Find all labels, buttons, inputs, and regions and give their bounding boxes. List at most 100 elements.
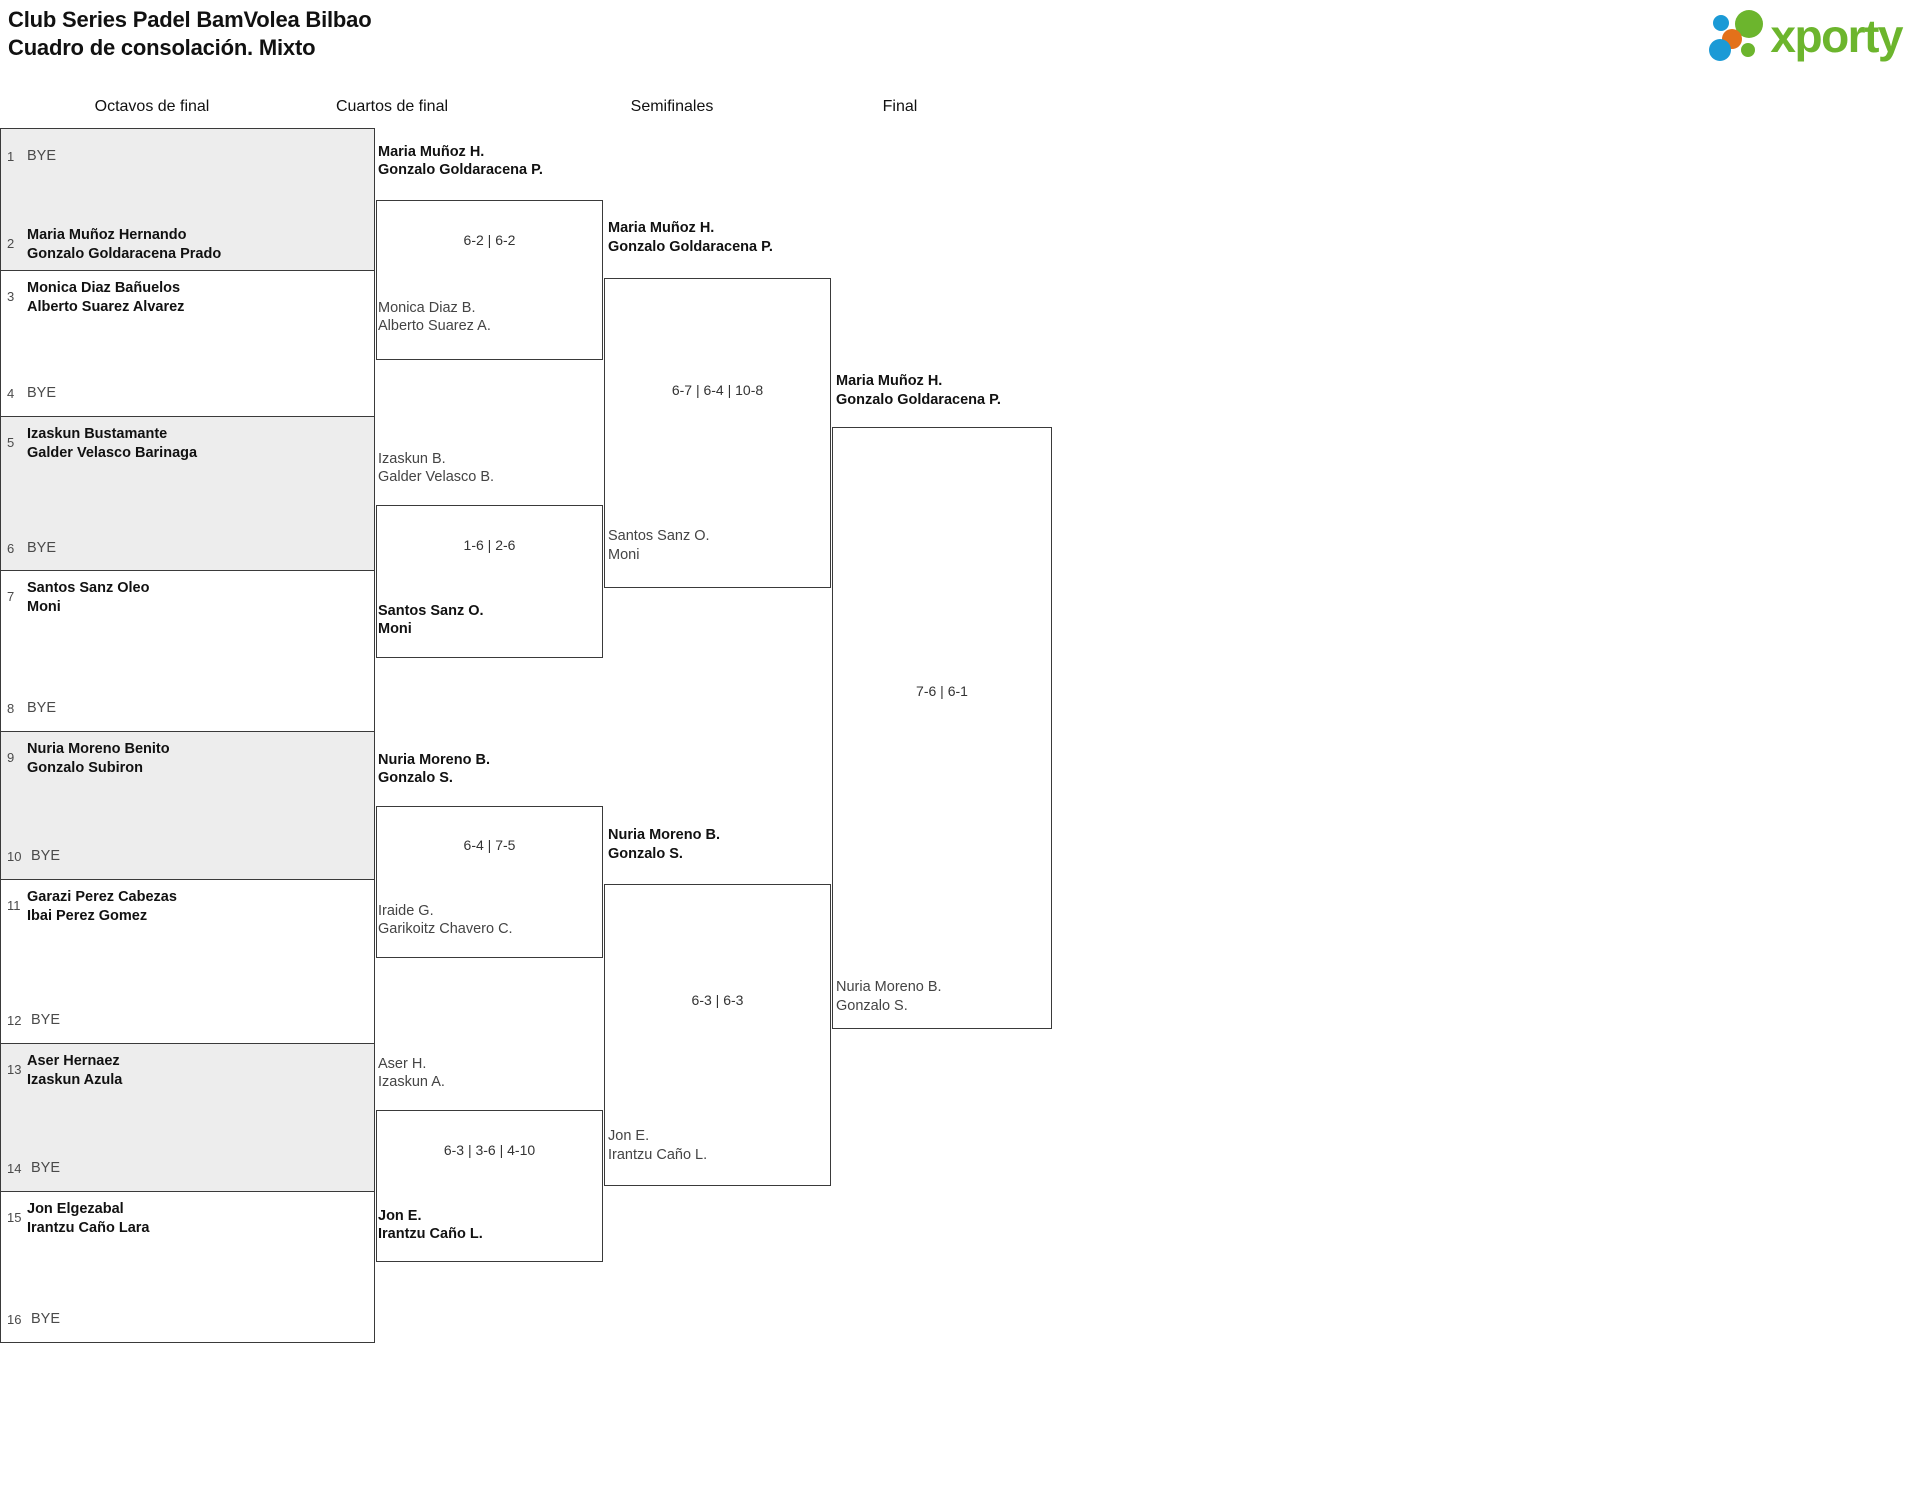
seed-number: 14 — [7, 1161, 22, 1176]
page-subtitle: Cuadro de consolación. Mixto — [8, 35, 316, 60]
seed-name-line2: Izaskun Azula — [27, 1072, 123, 1088]
seed-name-line1: BYE — [27, 148, 57, 164]
seed-row-13[interactable]: 13 Aser Hernaez Izaskun Azula — [0, 1044, 375, 1098]
seed-number: 10 — [7, 849, 22, 864]
seed-name-line2: Galder Velasco Barinaga — [27, 445, 198, 461]
seed-number: 7 — [7, 589, 15, 604]
seed-row-12[interactable]: 12 BYE — [0, 934, 375, 1044]
seed-row-7[interactable]: 7 Santos Sanz Oleo Moni — [0, 571, 375, 625]
seed-name-line1: BYE — [31, 1311, 61, 1327]
seed-name-line1: Nuria Moreno Benito — [27, 741, 170, 757]
qf4-top-line2: Izaskun A. — [378, 1074, 445, 1090]
sf2-top-line1: Nuria Moreno B. — [608, 827, 720, 843]
xporty-logo[interactable]: xporty — [1708, 8, 1903, 64]
qf4-score: 6-3 | 3-6 | 4-10 — [443, 1142, 536, 1158]
qf2-top-line2: Galder Velasco B. — [378, 469, 495, 485]
seed-name-line1: Santos Sanz Oleo — [27, 580, 150, 596]
seed-row-9[interactable]: 9 Nuria Moreno Benito Gonzalo Subiron — [0, 732, 375, 786]
sf1-bottom-line1: Santos Sanz O. — [608, 528, 710, 544]
qf4-bottom-line1: Jon E. — [378, 1208, 422, 1224]
seed-number: 9 — [7, 750, 15, 765]
sf1-score: 6-7 | 6-4 | 10-8 — [671, 382, 764, 398]
qf1-bottom-line2: Alberto Suarez A. — [378, 318, 491, 334]
seed-row-10[interactable]: 10 BYE — [0, 786, 375, 880]
final-bottom-line2: Gonzalo S. — [836, 998, 908, 1014]
seed-name-line2: Gonzalo Goldaracena Prado — [27, 246, 222, 262]
qf2-score: 1-6 | 2-6 — [463, 537, 516, 553]
qf2-top-line1: Izaskun B. — [378, 451, 446, 467]
seed-number: 12 — [7, 1013, 22, 1028]
seed-name-line2: Moni — [27, 599, 61, 615]
qf2-bottom-line1: Santos Sanz O. — [378, 603, 484, 619]
seed-row-1[interactable]: 1 BYE — [0, 128, 375, 218]
qf4-match-box[interactable] — [376, 1110, 603, 1262]
page-title: Club Series Padel BamVolea Bilbao — [8, 7, 372, 32]
sf2-match-box[interactable] — [604, 884, 831, 1186]
seed-name-line2: Ibai Perez Gomez — [27, 908, 148, 924]
qf2-bottom-line2: Moni — [378, 621, 412, 637]
seed-number: 6 — [7, 541, 15, 556]
seed-row-6[interactable]: 6 BYE — [0, 471, 375, 571]
seed-row-2[interactable]: 2 Maria Muñoz Hernando Gonzalo Goldarace… — [0, 218, 375, 271]
sf2-bottom-line2: Irantzu Caño L. — [608, 1147, 708, 1163]
qf1-top-line2: Gonzalo Goldaracena P. — [378, 162, 543, 178]
round-header-semifinales: Semifinales — [630, 98, 714, 115]
seed-name-line1: BYE — [31, 1160, 61, 1176]
seed-row-15[interactable]: 15 Jon Elgezabal Irantzu Caño Lara — [0, 1192, 375, 1246]
sf1-bottom-line2: Moni — [608, 547, 640, 563]
seed-number: 15 — [7, 1210, 22, 1225]
qf1-top-line1: Maria Muñoz H. — [378, 144, 485, 160]
final-top-line1: Maria Muñoz H. — [836, 373, 943, 389]
sf1-top-line1: Maria Muñoz H. — [608, 220, 715, 236]
qf4-bottom-line2: Irantzu Caño L. — [378, 1226, 483, 1242]
seed-row-14[interactable]: 14 BYE — [0, 1098, 375, 1192]
page-header: Club Series Padel BamVolea Bilbao Cuadro… — [0, 0, 1920, 80]
qf1-score: 6-2 | 6-2 — [463, 232, 516, 248]
sf2-score: 6-3 | 6-3 — [691, 992, 744, 1008]
seed-name-line2: Irantzu Caño Lara — [27, 1220, 150, 1236]
seed-name-line1: Jon Elgezabal — [27, 1201, 124, 1217]
round-header-final: Final — [882, 98, 918, 115]
qf3-match-box[interactable] — [376, 806, 603, 958]
seed-row-8[interactable]: 8 BYE — [0, 625, 375, 732]
seed-name-line1: Aser Hernaez — [27, 1053, 120, 1069]
seed-number: 5 — [7, 435, 15, 450]
seed-name-line1: BYE — [27, 540, 57, 556]
sf2-bottom-line1: Jon E. — [608, 1128, 650, 1144]
seed-name-line1: Garazi Perez Cabezas — [27, 889, 177, 905]
seed-number: 13 — [7, 1062, 22, 1077]
round-header-octavos: Octavos de final — [94, 98, 210, 115]
sf1-match-box[interactable] — [604, 278, 831, 588]
seed-name-line2: Alberto Suarez Alvarez — [27, 299, 185, 315]
final-match-box[interactable] — [832, 427, 1052, 1029]
qf1-bottom-line1: Monica Diaz B. — [378, 300, 476, 316]
seed-name-line1: BYE — [27, 385, 57, 401]
seed-number: 16 — [7, 1312, 22, 1327]
seed-name-line1: Maria Muñoz Hernando — [27, 227, 187, 243]
seed-number: 2 — [7, 236, 15, 251]
seed-name-line1: BYE — [31, 848, 61, 864]
qf4-top-line1: Aser H. — [378, 1056, 427, 1072]
qf3-bottom-line2: Garikoitz Chavero C. — [378, 921, 513, 937]
final-score: 7-6 | 6-1 — [916, 683, 968, 699]
logo-wordmark: xporty — [1770, 10, 1903, 62]
qf1-match-box[interactable] — [376, 200, 603, 360]
seed-row-16[interactable]: 16 BYE — [0, 1246, 375, 1343]
round-header-cuartos: Cuartos de final — [335, 98, 449, 115]
seed-row-5[interactable]: 5 Izaskun Bustamante Galder Velasco Bari… — [0, 417, 375, 471]
seed-name-line2: Gonzalo Subiron — [27, 760, 143, 776]
qf2-match-box[interactable] — [376, 505, 603, 658]
sf2-top-line2: Gonzalo S. — [608, 846, 683, 862]
qf3-bottom-line1: Iraide G. — [378, 903, 434, 919]
xporty-dots-icon — [1709, 10, 1764, 61]
qf3-score: 6-4 | 7-5 — [463, 837, 516, 853]
seed-name-line1: Monica Diaz Bañuelos — [27, 280, 181, 296]
title-block: Club Series Padel BamVolea Bilbao Cuadro… — [8, 6, 372, 62]
seed-row-11[interactable]: 11 Garazi Perez Cabezas Ibai Perez Gomez — [0, 880, 375, 934]
final-bottom-line1: Nuria Moreno B. — [836, 979, 942, 995]
seed-number: 4 — [7, 386, 15, 401]
seed-row-3[interactable]: 3 Monica Diaz Bañuelos Alberto Suarez Al… — [0, 271, 375, 323]
seed-row-4[interactable]: 4 BYE — [0, 323, 375, 417]
seed-number: 3 — [7, 289, 15, 304]
